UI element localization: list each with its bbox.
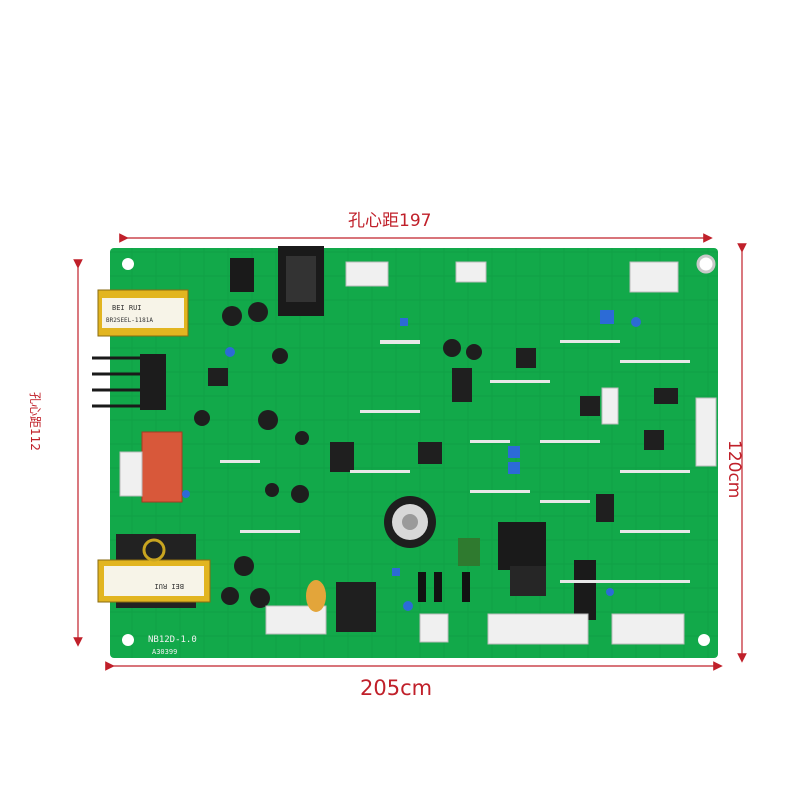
mount-hole-bottom-left [122,634,134,646]
capacitors-small [194,302,482,608]
transformer-top: BEI RUI BR2SEEL-1181A [97,289,189,337]
silkscreen-markings [220,340,690,583]
diodes [418,572,470,602]
board-code-label: A30399 [152,648,177,656]
mount-hole-top-right [696,254,716,274]
trimmer-potentiometers [182,310,641,611]
heat-sink-bottom [498,522,596,620]
film-capacitor [141,431,183,503]
dimension-bottom-label: 205cm [360,676,433,700]
transformer-bottom-text: BEI RUI [154,582,184,590]
transformer-top-text2: BR2SEEL-1181A [106,317,153,324]
dimension-top-label: 孔心距197 [348,211,432,231]
heat-sink-top [230,246,324,316]
dimension-left-label: 孔心距112 [28,392,42,451]
ceramic-capacitor [306,580,326,612]
mount-hole-bottom-right [698,634,710,646]
integrated-circuits [208,348,678,632]
pcb-board: BEI RUI BR2SEEL-1181A BEI RUI [92,246,718,658]
transformer-bottom: BEI RUI [97,534,211,608]
dimension-lines [73,233,747,671]
transformer-top-text: BEI RUI [112,304,142,312]
dimension-right-label: 120cm [724,440,744,499]
mount-hole-top-left [122,258,134,270]
regulator-left [140,354,166,410]
varistor [458,538,480,566]
capacitor-large [384,496,436,548]
board-model-label: NB12D-1.0 [148,635,197,645]
